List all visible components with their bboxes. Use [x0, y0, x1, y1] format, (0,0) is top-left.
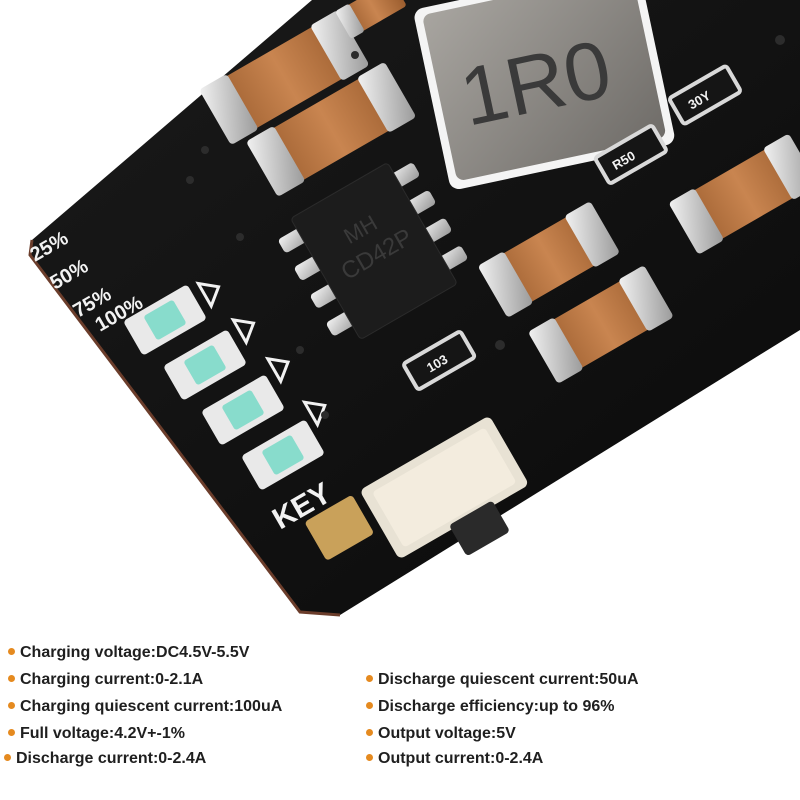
resistor-103: 103: [402, 330, 477, 391]
spec-list: Charging voltage:DC4.5V-5.5V Charging cu…: [0, 636, 800, 800]
spec-item: Output current:0-2.4A: [366, 750, 543, 768]
bullet-icon: [366, 702, 373, 709]
spec-item: Full voltage:4.2V+-1%: [8, 725, 185, 743]
spec-item: Discharge current:0-2.4A: [4, 750, 206, 768]
led: [124, 281, 221, 355]
capacitor: [336, 0, 406, 39]
bullet-icon: [366, 754, 373, 761]
capacitor: [669, 134, 800, 254]
bullet-icon: [8, 675, 15, 682]
vias: [186, 35, 785, 419]
led: [202, 356, 291, 445]
ic-chip: MH CD42P: [278, 163, 468, 339]
capacitor: [247, 63, 415, 196]
bullet-icon: [8, 648, 15, 655]
pcb-photo: 1R0: [27, 0, 800, 617]
spec-item: Charging current:0-2.1A: [8, 671, 203, 689]
spec-item: Discharge quiescent current:50uA: [366, 671, 639, 689]
resistor-r50: R50: [593, 124, 668, 185]
capacitor: [479, 202, 619, 317]
capacitor: [529, 266, 673, 383]
spec-item: Discharge efficiency:up to 96%: [366, 698, 615, 716]
bullet-icon: [8, 729, 15, 736]
bullet-icon: [8, 702, 15, 709]
slide-switch: [361, 417, 528, 558]
spec-item: Charging voltage:DC4.5V-5.5V: [8, 644, 249, 662]
bullet-icon: [366, 729, 373, 736]
resistor-30y: 30Y: [668, 64, 742, 126]
capacitor: [200, 11, 369, 144]
bullet-icon: [366, 675, 373, 682]
spec-item: Output voltage:5V: [366, 725, 516, 743]
key-pad: [305, 496, 373, 560]
led: [164, 317, 256, 400]
inductor: 1R0: [414, 0, 675, 190]
spec-item: Charging quiescent current:100uA: [8, 698, 282, 716]
bullet-icon: [4, 754, 11, 761]
